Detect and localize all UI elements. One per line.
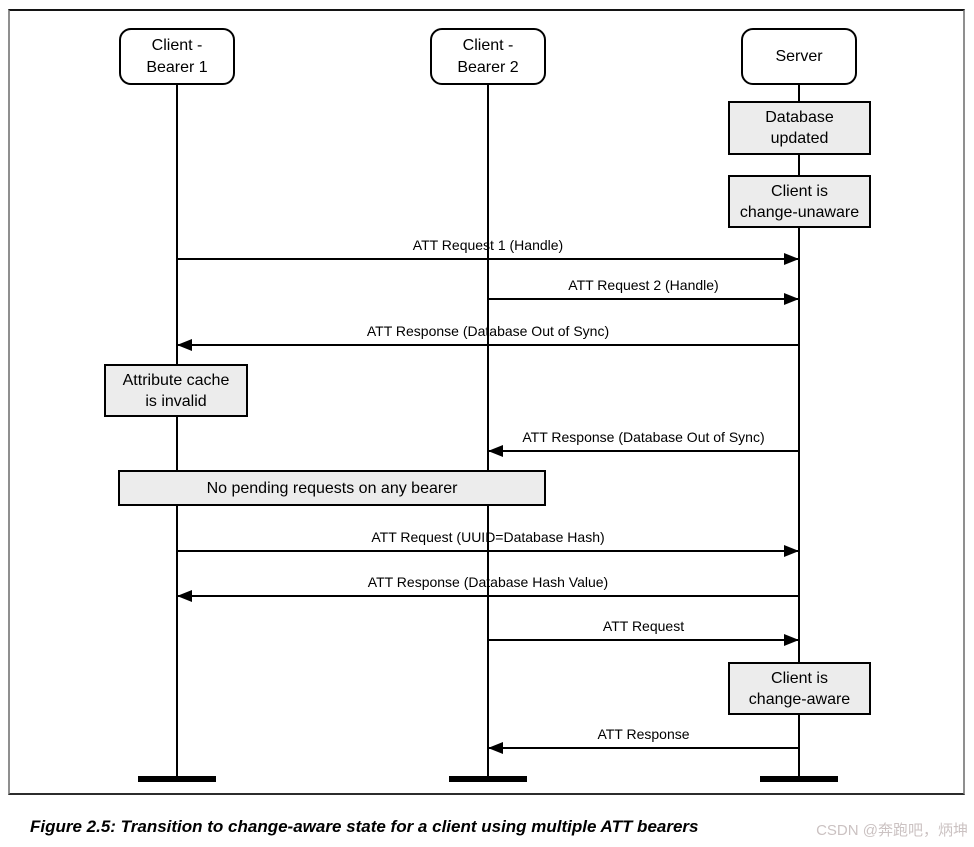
message-label: ATT Response (Database Out of Sync)	[366, 323, 610, 339]
figure-caption: Figure 2.5: Transition to change-aware s…	[30, 817, 699, 836]
message-label: ATT Response	[597, 726, 690, 742]
note-no-pending-requests: No pending requests on any bearer	[118, 470, 546, 506]
arrowhead-right-icon	[784, 293, 799, 305]
actor-box-bearer2: Client - Bearer 2	[430, 28, 546, 85]
note-client-change-aware: Client is change-aware	[728, 662, 871, 715]
arrowhead-right-icon	[784, 253, 799, 265]
message-line	[177, 595, 799, 597]
arrowhead-right-icon	[784, 634, 799, 646]
arrowhead-right-icon	[784, 545, 799, 557]
note-attribute-cache-invalid: Attribute cache is invalid	[104, 364, 248, 417]
message-label: ATT Request 2 (Handle)	[568, 277, 719, 293]
lifeline-end-bar-bearer1	[138, 776, 216, 782]
arrowhead-left-icon	[177, 590, 192, 602]
message-line	[177, 344, 799, 346]
lifeline-server	[798, 85, 800, 779]
sequence-diagram-layer: Client - Bearer 1 Client - Bearer 2 Server…	[104, 28, 871, 782]
message-label: ATT Request 1 (Handle)	[412, 237, 564, 253]
message-line	[177, 550, 799, 552]
arrowhead-left-icon	[488, 445, 503, 457]
message-line	[488, 298, 799, 300]
message-line	[488, 639, 799, 641]
message-line	[177, 258, 799, 260]
arrowhead-left-icon	[488, 742, 503, 754]
actor-box-server: Server	[741, 28, 857, 85]
message-line	[488, 450, 799, 452]
lifeline-bearer2	[487, 85, 489, 779]
message-label: ATT Response (Database Out of Sync)	[522, 429, 765, 445]
lifeline-bearer1	[176, 85, 178, 779]
message-line	[488, 747, 799, 749]
note-database-updated: Database updated	[728, 101, 871, 155]
message-label: ATT Request (UUID=Database Hash)	[371, 529, 605, 545]
message-label: ATT Response (Database Hash Value)	[367, 574, 609, 590]
lifeline-end-bar-server	[760, 776, 838, 782]
note-client-change-unaware: Client is change-unaware	[728, 175, 871, 228]
lifeline-end-bar-bearer2	[449, 776, 527, 782]
arrowhead-left-icon	[177, 339, 192, 351]
message-label: ATT Request	[602, 618, 685, 634]
watermark: CSDN @奔跑吧，炳坤	[816, 822, 968, 839]
actor-box-bearer1: Client - Bearer 1	[119, 28, 235, 85]
